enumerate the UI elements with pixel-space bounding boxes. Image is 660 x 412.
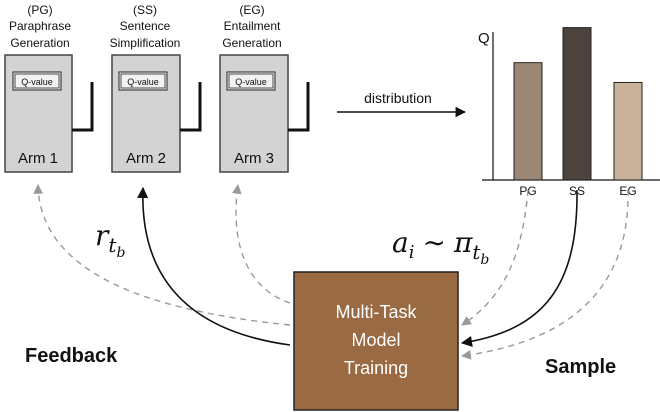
feedback-label: Feedback: [25, 345, 118, 367]
arm-3: (EG) Entailment Generation Q-value Arm 3: [219, 3, 310, 173]
reward-math-label: rtb: [95, 219, 125, 261]
arm-3-name-line2: Generation: [222, 36, 281, 50]
sample-arrow-pg: [461, 189, 529, 326]
arm-2-name-line2: Simplification: [110, 36, 181, 50]
q-value-label: Q-value: [127, 77, 159, 87]
sample-arrow-eg: [461, 189, 629, 360]
distribution-label: distribution: [364, 90, 432, 106]
model-box-line-3: Training: [344, 358, 408, 378]
q-value-display: [118, 71, 168, 91]
feedback-arrow-arm-3: [231, 184, 291, 304]
q-value-display: [226, 71, 276, 91]
arm-2-abbr: (SS): [133, 3, 157, 17]
arm-3-name-line1: Entailment: [224, 19, 281, 33]
arm-1-name-line2: Generation: [10, 36, 69, 50]
model-box-rect: [293, 271, 459, 411]
model-box-line-2: Model: [351, 330, 400, 350]
arm-3-abbr: (EG): [239, 3, 264, 17]
sample-arrow-ss: [460, 189, 578, 347]
sample-math-label: ai∼πtb: [392, 226, 489, 268]
reward-arrow: [137, 186, 291, 346]
lever-icon: [288, 82, 310, 132]
arm-1-name-line1: Paraphrase: [9, 19, 71, 33]
lever-icon: [72, 82, 94, 132]
arm-3-label: Arm 3: [234, 150, 274, 167]
y-axis-label: Q: [478, 30, 490, 47]
arm-2-label: Arm 2: [126, 150, 166, 167]
model-box-line-1: Multi-Task: [335, 302, 417, 322]
lever-icon: [180, 82, 202, 132]
arm-2: (SS) Sentence Simplification Q-value Arm…: [110, 3, 202, 173]
multi-task-model-box: Multi-Task Model Training: [293, 271, 459, 411]
bar-ss: [562, 27, 592, 181]
sample-label: Sample: [545, 356, 616, 378]
feedback-arrow-arm-1: [33, 184, 291, 326]
arm-1-label: Arm 1: [18, 150, 58, 167]
q-value-label: Q-value: [235, 77, 267, 87]
arm-1-abbr: (PG): [27, 3, 52, 17]
arm-1: (PG) Paraphrase Generation Q-value Arm 1: [4, 3, 94, 173]
q-value-display: [12, 71, 62, 91]
bar-eg: [613, 81, 643, 181]
bar-pg: [513, 62, 543, 181]
arm-2-name-line1: Sentence: [120, 19, 171, 33]
q-value-label: Q-value: [21, 77, 53, 87]
